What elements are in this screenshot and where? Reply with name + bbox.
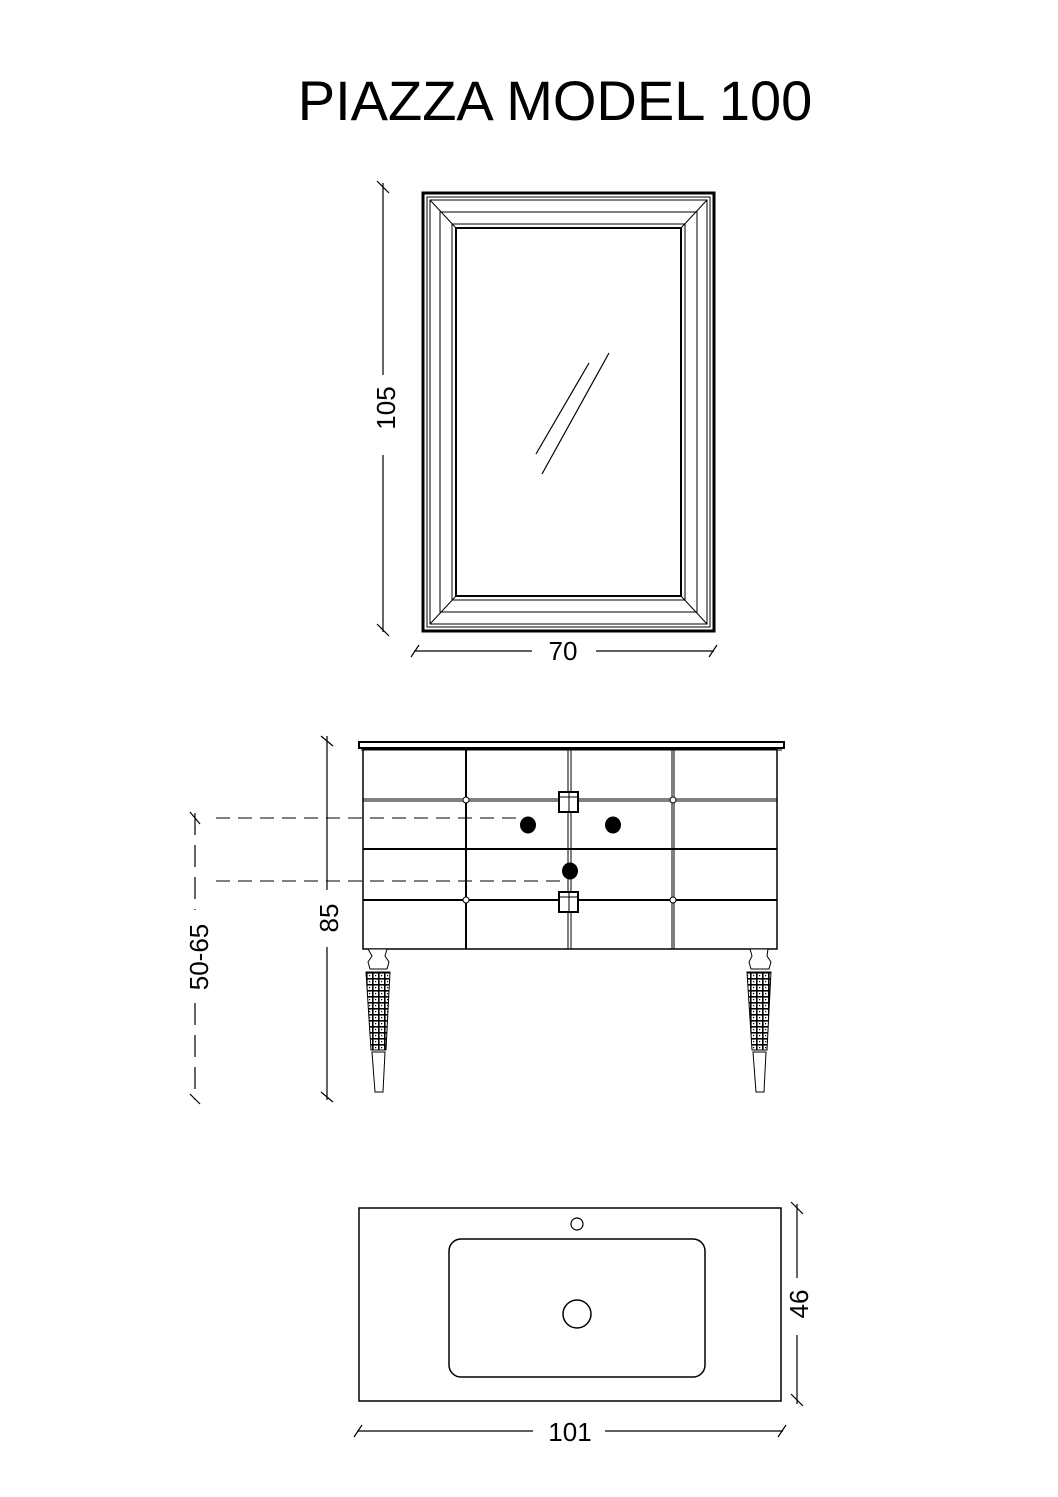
mirror-drawing: [421, 191, 716, 633]
cabinet-leg-right: [746, 948, 772, 1093]
pipe-connection-points: [520, 816, 621, 880]
mirror-height-dimension: [376, 180, 390, 637]
pipe-height-dimension: [189, 811, 562, 1105]
cabinet-height-dimension: [320, 735, 334, 1103]
mirror-width-label: 70: [549, 636, 578, 666]
drawer-handles: [558, 791, 579, 913]
pipe-height-label: 50-65: [184, 924, 214, 991]
sink-depth-label: 46: [784, 1290, 814, 1319]
sink-depth-dimension: [790, 1201, 804, 1407]
sink-width-label: 101: [548, 1417, 591, 1447]
cabinet-studs: [462, 796, 677, 904]
cabinet-height-label: 85: [314, 904, 344, 933]
sink-drawing: [358, 1207, 782, 1402]
mirror-width-dimension: [410, 644, 718, 658]
cabinet-leg-left: [365, 948, 391, 1093]
drawing-title: PIAZZA MODEL 100: [297, 69, 813, 132]
sink-width-dimension: [353, 1424, 787, 1438]
cabinet-drawing: [358, 741, 785, 950]
mirror-height-label: 105: [371, 386, 401, 429]
